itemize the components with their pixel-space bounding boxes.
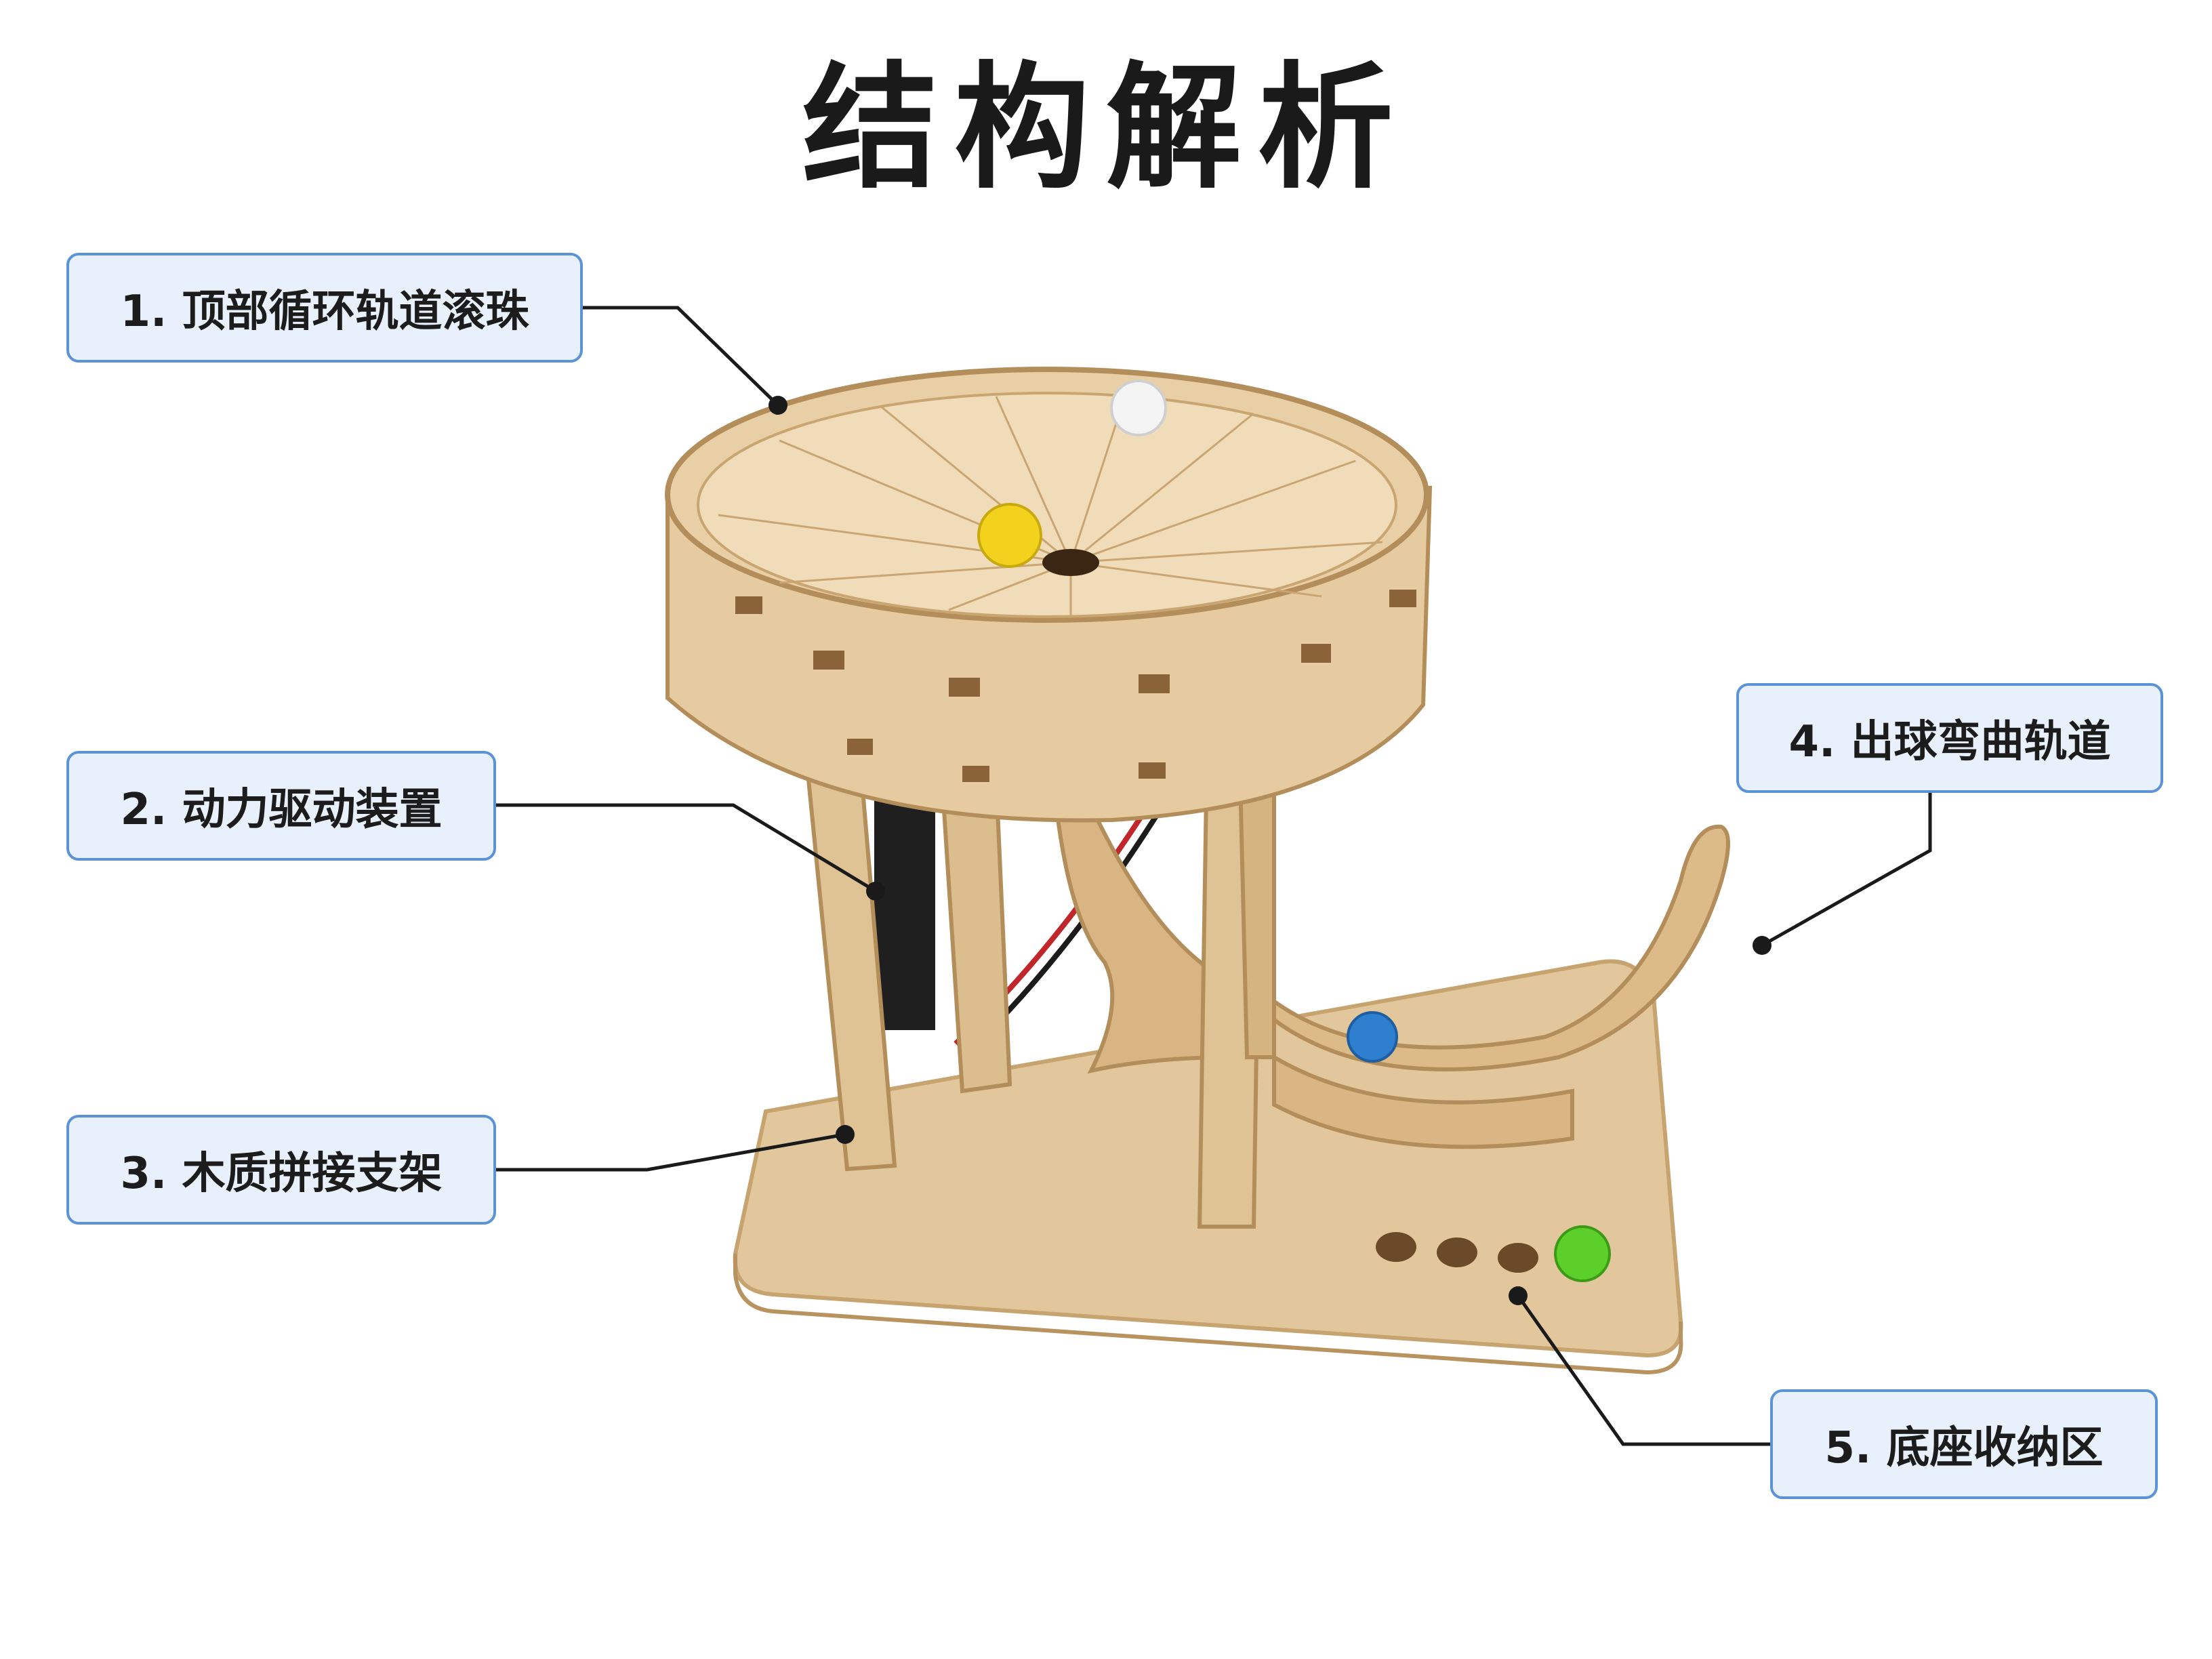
leader-dot-1 — [769, 396, 787, 415]
drive-box — [874, 800, 935, 1030]
callout-curved-exit-track: 4. 出球弯曲轨道 — [1736, 683, 2163, 793]
leader-dot-5 — [1509, 1286, 1528, 1305]
leader-dot-4 — [1753, 936, 1771, 955]
leader-line-1 — [583, 306, 779, 407]
leader-line-2 — [496, 803, 877, 893]
callout-wooden-frame: 3. 木质拼接支架 — [66, 1115, 496, 1225]
support-leg — [1237, 777, 1276, 1059]
leader-line-4 — [1761, 793, 1932, 947]
leader-dot-2 — [866, 882, 885, 901]
marble-green — [1554, 1225, 1611, 1282]
storage-hole — [1376, 1232, 1416, 1262]
callout-drive-device: 2. 动力驱动装置 — [66, 751, 496, 861]
storage-hole — [1498, 1243, 1538, 1273]
marble-white — [1110, 380, 1167, 436]
slope-panel — [1054, 804, 1250, 1074]
callout-top-loop-track: 1. 顶部循环轨道滚珠 — [66, 253, 583, 363]
center-hole — [1042, 549, 1099, 576]
support-leg — [939, 777, 1012, 1094]
marble-yellow — [977, 503, 1042, 568]
leader-line-5 — [1516, 1294, 1770, 1446]
leader-dot-3 — [836, 1125, 855, 1144]
callout-base-storage: 5. 底座收纳区 — [1770, 1389, 2158, 1499]
storage-hole — [1437, 1237, 1477, 1267]
curved-exit-track — [1250, 824, 1730, 1071]
page-title: 结构解析 — [802, 49, 1410, 207]
marble-blue — [1347, 1011, 1398, 1063]
top-track-surface — [697, 392, 1397, 618]
leader-line-3 — [496, 1132, 846, 1172]
